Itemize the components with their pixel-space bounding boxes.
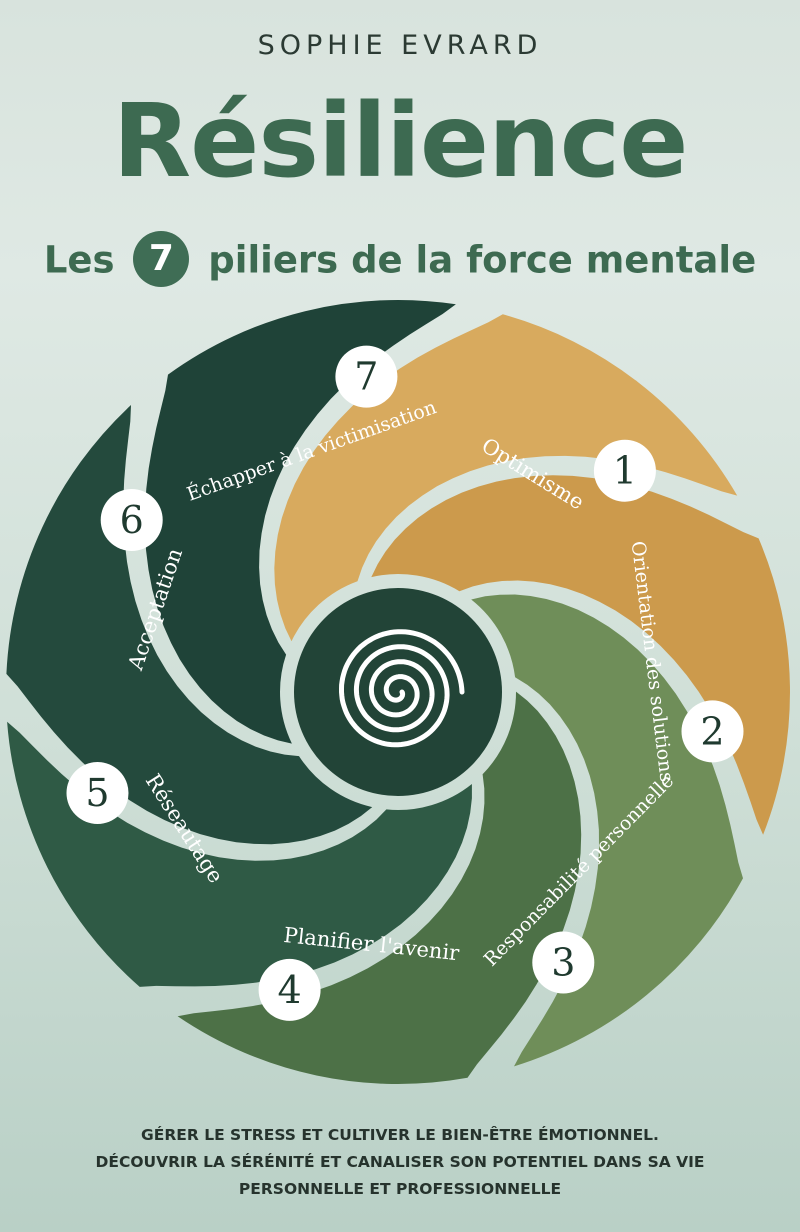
pillar-petal-6: [6, 405, 373, 845]
badge-circle: [100, 489, 163, 551]
pillar-badge-7: 7: [335, 345, 398, 408]
pillar-badge-3: 3: [532, 931, 595, 994]
pillar-badge-2: 2: [681, 700, 744, 763]
pillar-number-6: 6: [120, 498, 144, 542]
badge-circle: [593, 439, 656, 502]
pillar-petal-4: [177, 691, 582, 1085]
subtitle-prefix: Les: [43, 238, 115, 282]
badge-circle: [335, 345, 398, 408]
pillar-badge-6: 6: [100, 489, 163, 551]
pillar-badge-4: 4: [258, 958, 321, 1021]
pillar-petal-3: [471, 594, 743, 1067]
book-title: Résilience: [112, 82, 689, 201]
pillar-number-1: 1: [613, 449, 637, 493]
pillar-badge-5: 5: [66, 762, 129, 824]
tagline-line-1: GÉRER LE STRESS ET CULTIVER LE BIEN-ÊTRE…: [141, 1126, 659, 1144]
pillar-badges: 1 2 3 4 5 6 7: [66, 345, 744, 1021]
tagline: GÉRER LE STRESS ET CULTIVER LE BIEN-ÊTRE…: [0, 1122, 800, 1203]
pillar-number-4: 4: [278, 968, 302, 1012]
pillar-number-7: 7: [354, 355, 378, 399]
badge-circle: [532, 931, 595, 994]
pillar-number-2: 2: [700, 709, 724, 753]
spiral-icon: [339, 629, 465, 748]
pillar-petal-2: [371, 475, 790, 835]
pillar-petal-7: [144, 300, 456, 744]
book-subtitle: Les 7 piliers de la force mentale: [0, 231, 800, 290]
subtitle-suffix: piliers de la force mentale: [208, 238, 757, 282]
pillar-petal-5: [7, 721, 472, 987]
tagline-line-2: DÉCOUVRIR LA SÉRÉNITÉ ET CANALISER SON P…: [95, 1153, 705, 1171]
tagline-line-3: PERSONNELLE ET PROFESSIONNELLE: [238, 1180, 562, 1198]
pillar-number-5: 5: [85, 771, 109, 815]
subtitle-number-badge: 7: [133, 231, 190, 287]
author-name: SOPHIE EVRARD: [257, 30, 543, 61]
badge-circle: [258, 958, 321, 1021]
pillar-number-3: 3: [551, 941, 575, 985]
badge-circle: [66, 762, 129, 824]
pillar-badge-1: 1: [593, 439, 656, 502]
center-disc: [294, 588, 502, 796]
center-circle: [294, 588, 502, 796]
badge-circle: [681, 700, 744, 763]
